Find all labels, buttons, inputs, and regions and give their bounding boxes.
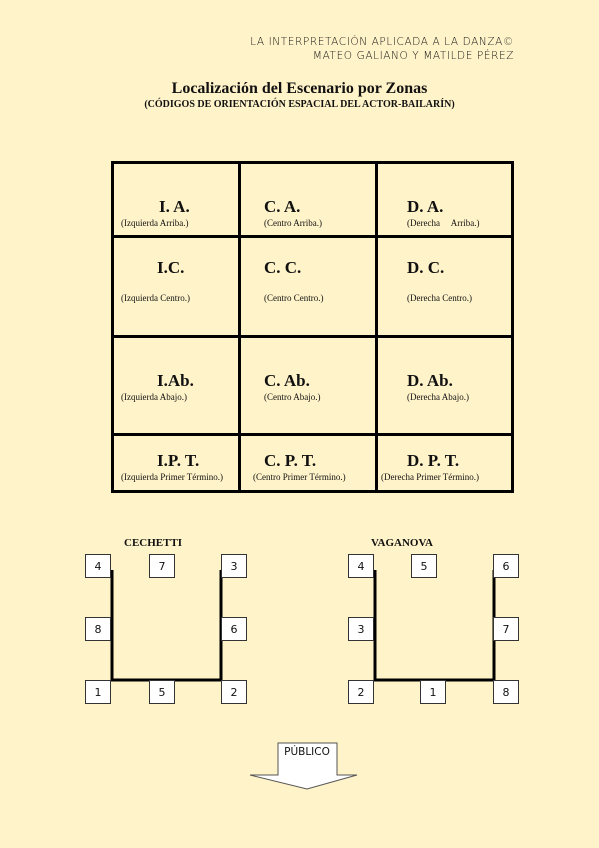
zone-code: D. C. — [407, 258, 445, 277]
cechetti-box: 1 — [85, 680, 111, 704]
cechetti-box: 2 — [221, 680, 247, 704]
vaganova-box: 1 — [420, 680, 446, 704]
zone-cell-da: D. A. (Derecha Arriba.) — [378, 164, 511, 238]
cechetti-box: 4 — [85, 554, 111, 578]
zone-cell-ic: I.C. (Izquierda Centro.) — [114, 238, 241, 338]
vaganova-box: 3 — [348, 617, 374, 641]
zone-desc: (Izquierda Arriba.) — [121, 218, 189, 228]
page-title: Localización del Escenario por Zonas — [171, 80, 428, 97]
zone-cell-dpt: D. P. T. (Derecha Primer Término.) — [378, 436, 511, 490]
audience-label: PÚBLICO — [284, 746, 330, 758]
zone-cell-cpt: C. P. T. (Centro Primer Término.) — [241, 436, 378, 490]
zone-code: C. C. — [264, 258, 302, 277]
cechetti-label: CECHETTI — [124, 537, 183, 549]
cechetti-box: 5 — [149, 680, 175, 704]
zone-cell-cc: C. C. (Centro Centro.) — [241, 238, 378, 338]
header-line-1: LA INTERPRETACIÓN APLICADA A LA DANZA© — [250, 36, 514, 48]
zone-desc: (Derecha Abajo.) — [407, 392, 469, 402]
zone-cell-dc: D. C. (Derecha Centro.) — [378, 238, 511, 338]
cechetti-box: 3 — [221, 554, 247, 578]
zone-desc: (Centro Arriba.) — [264, 218, 322, 228]
zone-code: I. A. — [159, 197, 190, 216]
stage-zones-grid: I. A. (Izquierda Arriba.) C. A. (Centro … — [111, 161, 514, 493]
zone-code: D. Ab. — [407, 371, 453, 390]
vaganova-box: 6 — [493, 554, 519, 578]
cechetti-box: 8 — [85, 617, 111, 641]
zone-code: C. Ab. — [264, 371, 310, 390]
zone-desc: (Derecha Primer Término.) — [381, 472, 480, 482]
vaganova-box: 2 — [348, 680, 374, 704]
vaganova-stage-outline — [373, 570, 496, 682]
vaganova-box: 4 — [348, 554, 374, 578]
zone-code: I.C. — [157, 258, 185, 277]
zone-desc: (Centro Abajo.) — [264, 392, 321, 402]
cechetti-box: 7 — [149, 554, 175, 578]
zone-code: D. A. — [407, 197, 444, 216]
zone-code: I.P. T. — [157, 451, 200, 470]
cechetti-box: 6 — [221, 617, 247, 641]
zone-cell-ca: C. A. (Centro Arriba.) — [241, 164, 378, 238]
zone-desc: (Izquierda Centro.) — [121, 293, 190, 303]
zone-cell-ipt: I.P. T. (Izquierda Primer Término.) — [114, 436, 241, 490]
header-line-2: MATEO GALIANO Y MATILDE PÉREZ — [312, 50, 514, 62]
zone-cell-dab: D. Ab. (Derecha Abajo.) — [378, 338, 511, 436]
zone-code: C. P. T. — [264, 451, 317, 470]
vaganova-box: 7 — [493, 617, 519, 641]
zone-cell-cab: C. Ab. (Centro Abajo.) — [241, 338, 378, 436]
page-subtitle: (CÓDIGOS DE ORIENTACIÓN ESPACIAL DEL ACT… — [144, 99, 455, 110]
audience-arrow — [249, 742, 358, 790]
zone-code: I.Ab. — [157, 371, 194, 390]
vaganova-label: VAGANOVA — [371, 537, 433, 549]
zone-desc: (Derecha Centro.) — [407, 293, 472, 303]
zone-code: C. A. — [264, 197, 301, 216]
zone-cell-ia: I. A. (Izquierda Arriba.) — [114, 164, 241, 238]
vaganova-box: 5 — [411, 554, 437, 578]
zone-desc: (Izquierda Abajo.) — [121, 392, 187, 402]
zone-cell-iab: I.Ab. (Izquierda Abajo.) — [114, 338, 241, 436]
zone-desc: (Centro Centro.) — [264, 293, 324, 303]
vaganova-box: 8 — [493, 680, 519, 704]
zone-desc: (Centro Primer Término.) — [253, 472, 346, 482]
zone-desc: (Derecha Arriba.) — [407, 218, 480, 228]
zone-code: D. P. T. — [407, 451, 460, 470]
zone-desc: (Izquierda Primer Término.) — [121, 472, 224, 482]
cechetti-stage-outline — [110, 570, 223, 682]
